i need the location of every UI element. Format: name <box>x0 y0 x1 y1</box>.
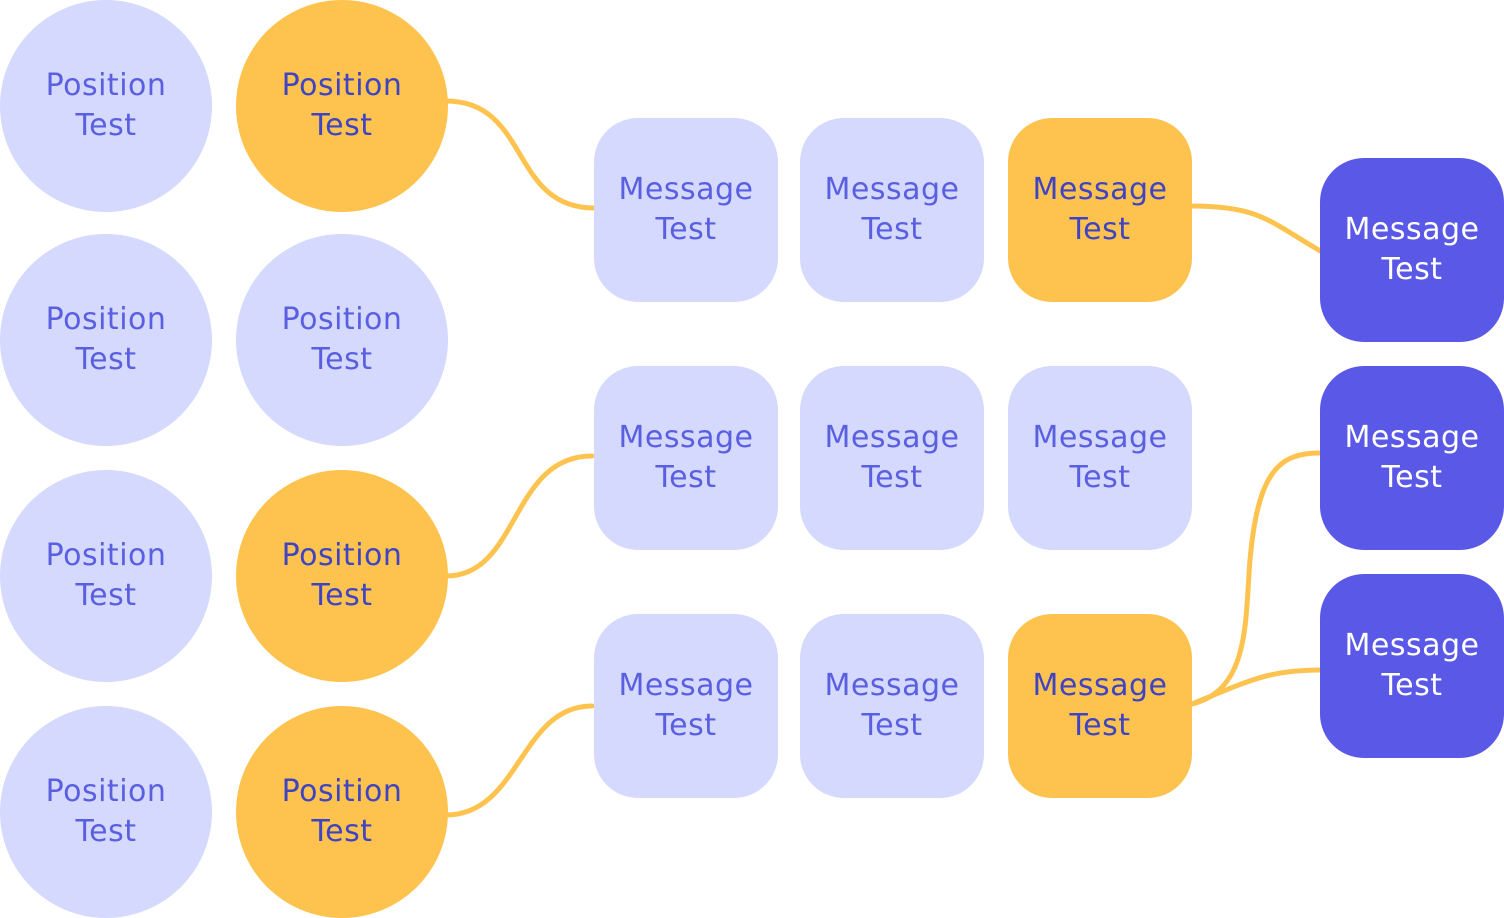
node-label-line2: Test <box>655 212 717 247</box>
node-label-line1: Message <box>824 172 960 207</box>
node-label-line2: Test <box>1069 212 1131 247</box>
connector-m3c-o3 <box>1189 667 1323 707</box>
node-label-line2: Test <box>861 460 923 495</box>
connector-m3c-o2 <box>1189 450 1323 707</box>
node-label-line2: Test <box>311 342 373 377</box>
node-label-line1: Position <box>281 774 403 809</box>
node-label-line2: Test <box>1381 252 1443 287</box>
node-label-line2: Test <box>1381 668 1443 703</box>
node-label-line1: Position <box>45 774 167 809</box>
connector-p4b-m3a <box>443 703 595 818</box>
node-label-line2: Test <box>75 108 137 143</box>
node-label-line2: Test <box>311 108 373 143</box>
node-label-line1: Message <box>1344 420 1480 455</box>
node-label-line1: Message <box>824 668 960 703</box>
node-label-line2: Test <box>1069 708 1131 743</box>
node-label-line1: Position <box>45 302 167 337</box>
connector-p1b-m1a <box>443 98 597 211</box>
node-label-line1: Message <box>618 420 754 455</box>
node-label-line1: Message <box>1032 668 1168 703</box>
node-label-line1: Message <box>1344 628 1480 663</box>
connector-m1c-o1 <box>1189 203 1325 255</box>
node-label-line1: Message <box>618 172 754 207</box>
node-label-line2: Test <box>655 460 717 495</box>
node-label-line2: Test <box>311 814 373 849</box>
node-label-line1: Position <box>45 538 167 573</box>
node-label-line2: Test <box>861 708 923 743</box>
node-label-line2: Test <box>861 212 923 247</box>
node-label-line1: Message <box>1344 212 1480 247</box>
node-label-line2: Test <box>1381 460 1443 495</box>
node-label-line2: Test <box>75 342 137 377</box>
node-label-line2: Test <box>75 578 137 613</box>
node-label-line2: Test <box>311 578 373 613</box>
node-label-line2: Test <box>1069 460 1131 495</box>
node-label-line1: Position <box>45 68 167 103</box>
node-label-line1: Message <box>618 668 754 703</box>
node-label-line1: Message <box>1032 172 1168 207</box>
connector-p3b-m2a <box>443 453 595 579</box>
node-label-line2: Test <box>75 814 137 849</box>
node-label-line1: Position <box>281 538 403 573</box>
node-label-line1: Position <box>281 302 403 337</box>
node-label-line1: Message <box>824 420 960 455</box>
node-label-line1: Message <box>1032 420 1168 455</box>
node-label-line1: Position <box>281 68 403 103</box>
node-label-line2: Test <box>655 708 717 743</box>
